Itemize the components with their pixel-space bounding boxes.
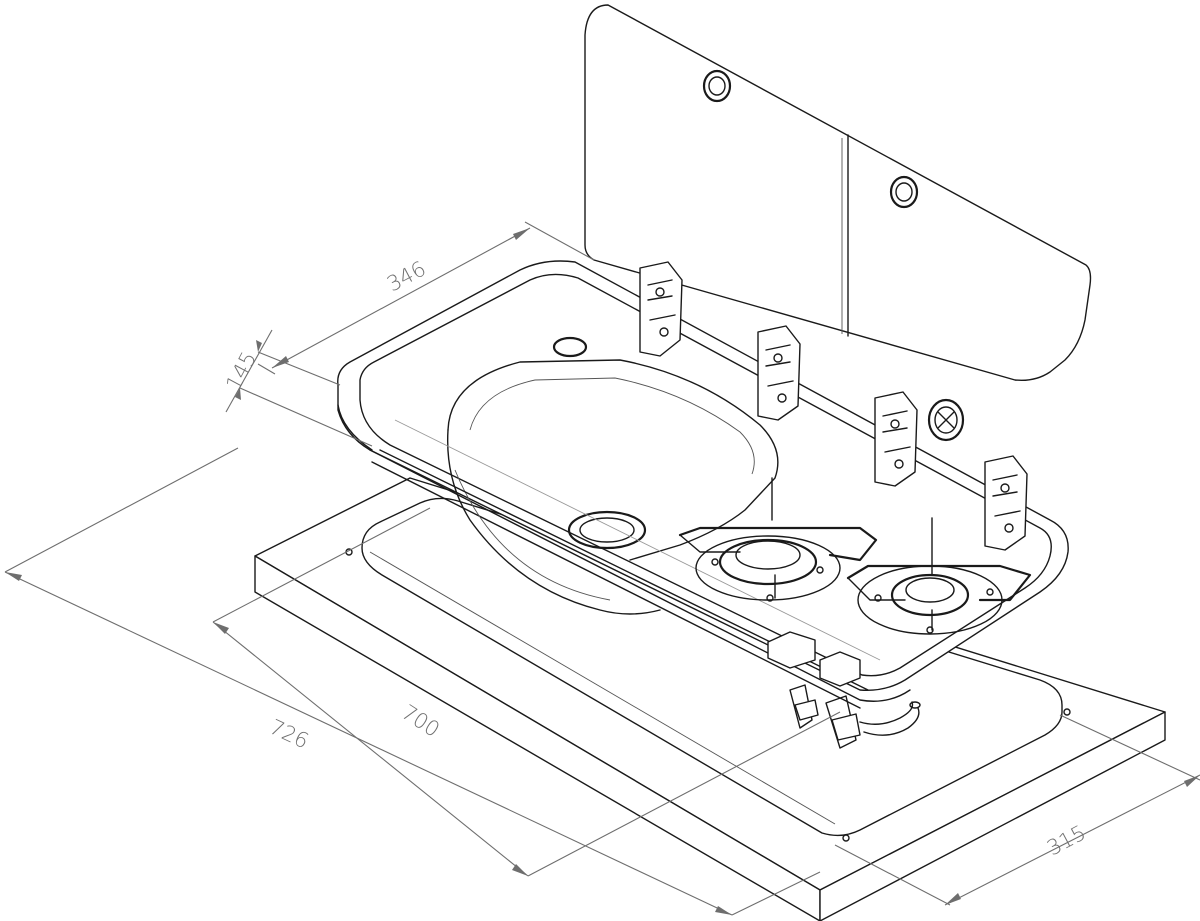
glass-lid: [584, 4, 1092, 442]
dimension-label: 726: [266, 715, 312, 754]
sink-hob-unit: [337, 260, 1069, 709]
countertop-board: [254, 477, 1166, 921]
dimension-height: 145: [221, 329, 373, 447]
vent-knob-icon: [927, 398, 965, 442]
gas-valves: [789, 684, 921, 749]
hinge-icon: [757, 325, 801, 421]
mount-hole-icon: [842, 834, 850, 842]
hinge-icon: [874, 391, 918, 487]
dimension-label: 700: [397, 700, 444, 742]
lid-grommet-icon: [889, 175, 919, 209]
mount-hole-icon: [1063, 708, 1071, 716]
hinge-icon: [984, 455, 1028, 551]
burner-large: [678, 477, 878, 602]
burner-small: [846, 517, 1032, 635]
dimension-label: 145: [221, 348, 261, 395]
hinge-icon: [639, 261, 683, 357]
lid-grommet-icon: [702, 69, 732, 103]
control-knob-icon: [767, 631, 861, 687]
tap-hole-icon: [552, 336, 588, 358]
sink-drain-icon: [567, 510, 647, 550]
dimension-label: 346: [383, 256, 430, 296]
dimension-label: 315: [1043, 820, 1090, 860]
